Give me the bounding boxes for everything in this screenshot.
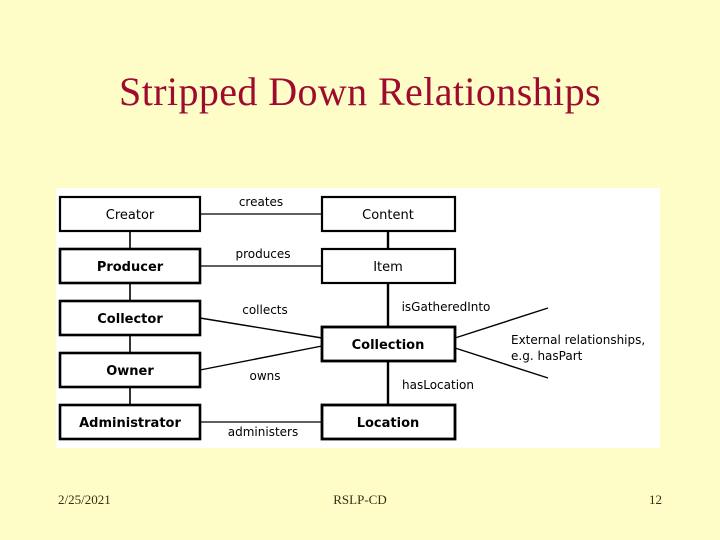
external-note-line2: e.g. hasPart <box>511 349 583 363</box>
right-column-entities: Content Item Collection Location <box>320 195 457 441</box>
diagram-canvas: Creator Producer Collector Owner Adminis… <box>56 188 660 448</box>
relationship-label-haslocation: hasLocation <box>402 378 474 392</box>
relationship-label-administers: administers <box>228 425 298 439</box>
footer-date: 2/25/2021 <box>58 492 111 507</box>
entity-box-administrator[interactable]: Administrator <box>58 403 202 441</box>
relationship-diagram: Creator Producer Collector Owner Adminis… <box>58 195 645 441</box>
left-column-entities: Creator Producer Collector Owner Adminis… <box>58 195 202 441</box>
connector-owns <box>199 345 323 371</box>
entity-label-collection: Collection <box>352 338 425 353</box>
entity-box-owner[interactable]: Owner <box>58 351 202 389</box>
entity-label-location: Location <box>357 416 420 431</box>
connector-collects <box>199 317 323 339</box>
entity-label-creator: Creator <box>106 208 155 223</box>
entity-label-producer: Producer <box>97 260 164 275</box>
relationship-label-isgatheredinto: isGatheredInto <box>402 300 491 314</box>
slide-footer: 2/25/2021 RSLP-CD 12 <box>0 492 720 512</box>
entity-label-owner: Owner <box>106 364 154 379</box>
connector-external-lower <box>454 347 549 379</box>
relationship-label-collects: collects <box>242 303 288 317</box>
entity-box-collection[interactable]: Collection <box>320 325 457 363</box>
entity-label-content: Content <box>362 208 414 223</box>
footer-center-text: RSLP-CD <box>333 492 387 507</box>
entity-box-item[interactable]: Item <box>320 247 457 285</box>
footer-page-number: 12 <box>649 492 662 507</box>
external-relationships-note: External relationships, e.g. hasPart <box>511 333 645 363</box>
page-title: Stripped Down Relationships <box>119 69 601 114</box>
entity-label-item: Item <box>373 260 403 275</box>
entity-label-administrator: Administrator <box>79 416 181 431</box>
entity-box-location[interactable]: Location <box>320 403 457 441</box>
entity-label-collector: Collector <box>97 312 163 327</box>
relationship-labels: creates produces collects owns administe… <box>228 195 491 439</box>
relationship-label-produces: produces <box>235 247 290 261</box>
external-note-line1: External relationships, <box>511 333 645 347</box>
relationship-label-creates: creates <box>239 195 283 209</box>
connector-lines <box>129 213 549 423</box>
relationship-label-owns: owns <box>249 369 280 383</box>
connector-external-upper <box>454 307 549 339</box>
entity-box-collector[interactable]: Collector <box>58 299 202 337</box>
entity-box-producer[interactable]: Producer <box>58 247 202 285</box>
entity-box-content[interactable]: Content <box>320 195 457 233</box>
entity-box-creator[interactable]: Creator <box>58 195 202 233</box>
